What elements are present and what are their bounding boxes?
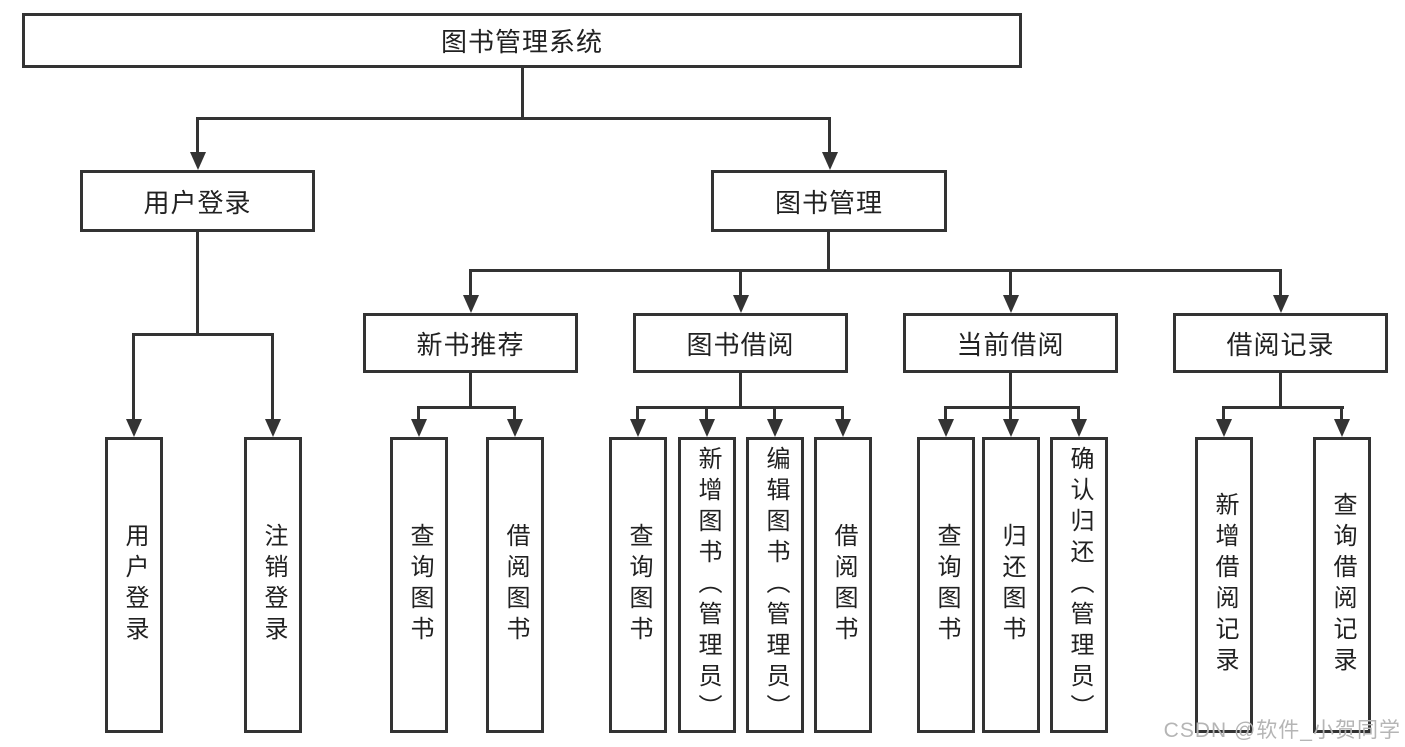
node-borrow-records-label: 借阅记录 xyxy=(1226,329,1335,360)
connector-bookborrow-hline xyxy=(636,406,843,409)
connector-borrowrecords-hline xyxy=(1222,406,1344,409)
arrow-to-leaf-br-add xyxy=(1222,406,1225,419)
arrow-to-leaf-bb-borrow xyxy=(841,406,844,419)
leaf-bb-add: 新增图书（管理员） xyxy=(678,437,736,733)
arrow-to-leaf-cb-confirm xyxy=(1077,406,1080,419)
arrow-to-leaf-cb-query xyxy=(944,406,947,419)
leaf-bb-borrow-label: 借阅图书 xyxy=(830,523,857,647)
leaf-cb-confirm: 确认归还（管理员） xyxy=(1050,437,1108,733)
node-library-system: 图书管理系统 xyxy=(22,13,1022,68)
arrow-to-leaf-logout xyxy=(271,333,274,419)
node-new-books-label: 新书推荐 xyxy=(416,329,525,360)
leaf-bb-query-label: 查询图书 xyxy=(625,523,652,647)
leaf-cb-query: 查询图书 xyxy=(917,437,975,733)
arrow-to-book-mgmt xyxy=(828,117,831,152)
leaf-cb-confirm-label: 确认归还（管理员） xyxy=(1066,445,1093,725)
arrow-to-leaf-bb-add xyxy=(705,406,708,419)
connector-newbooks-vline xyxy=(469,371,472,409)
connector-newbooks-hline xyxy=(417,406,516,409)
arrow-to-leaf-nb-borrow xyxy=(513,406,516,419)
connector-currentborrow-vline xyxy=(1009,371,1012,409)
node-library-system-label: 图书管理系统 xyxy=(440,27,603,57)
connector-root-vline xyxy=(521,66,524,118)
leaf-bb-edit-label: 编辑图书（管理员） xyxy=(762,445,789,725)
leaf-nb-query-label: 查询图书 xyxy=(406,523,433,647)
leaf-bb-borrow: 借阅图书 xyxy=(814,437,872,733)
connector-bookborrow-vline xyxy=(739,371,742,409)
leaf-br-query-label: 查询借阅记录 xyxy=(1329,492,1356,678)
leaf-bb-add-label: 新增图书（管理员） xyxy=(694,445,721,725)
leaf-cb-query-label: 查询图书 xyxy=(933,523,960,647)
node-current-borrow: 当前借阅 xyxy=(903,313,1118,373)
node-book-borrow: 图书借阅 xyxy=(633,313,848,373)
leaf-nb-borrow: 借阅图书 xyxy=(486,437,544,733)
arrow-to-new-books xyxy=(469,269,472,295)
node-book-mgmt: 图书管理 xyxy=(711,170,947,232)
arrow-to-borrow-records xyxy=(1279,269,1282,295)
leaf-user-login-label: 用户登录 xyxy=(121,523,148,647)
arrow-to-leaf-br-query xyxy=(1340,406,1343,419)
connector-bookmgmt-hline xyxy=(469,269,1282,272)
arrow-to-leaf-nb-query xyxy=(417,406,420,419)
connector-currentborrow-hline xyxy=(944,406,1080,409)
arrow-to-leaf-user-login xyxy=(132,333,135,419)
arrow-to-user-login xyxy=(196,117,199,152)
arrow-to-leaf-cb-return xyxy=(1009,406,1012,419)
arrow-to-current-borrow xyxy=(1009,269,1012,295)
connector-bookmgmt-vline xyxy=(827,230,830,272)
connector-userlogin-vline xyxy=(196,230,199,336)
connector-borrowrecords-vline xyxy=(1279,371,1282,409)
leaf-bb-edit: 编辑图书（管理员） xyxy=(746,437,804,733)
leaf-cb-return-label: 归还图书 xyxy=(998,523,1025,647)
leaf-nb-query: 查询图书 xyxy=(390,437,448,733)
connector-root-hline xyxy=(196,117,831,120)
node-user-login-label: 用户登录 xyxy=(143,187,252,218)
leaf-nb-borrow-label: 借阅图书 xyxy=(502,523,529,647)
node-current-borrow-label: 当前借阅 xyxy=(956,329,1065,360)
leaf-br-add: 新增借阅记录 xyxy=(1195,437,1253,733)
leaf-br-add-label: 新增借阅记录 xyxy=(1211,492,1238,678)
arrow-to-leaf-bb-edit xyxy=(773,406,776,419)
node-book-borrow-label: 图书借阅 xyxy=(686,329,795,360)
node-user-login: 用户登录 xyxy=(80,170,315,232)
leaf-logout-label: 注销登录 xyxy=(260,523,287,647)
leaf-logout: 注销登录 xyxy=(244,437,302,733)
leaf-user-login: 用户登录 xyxy=(105,437,163,733)
node-book-mgmt-label: 图书管理 xyxy=(774,187,883,218)
leaf-cb-return: 归还图书 xyxy=(982,437,1040,733)
leaf-br-query: 查询借阅记录 xyxy=(1313,437,1371,733)
leaf-bb-query: 查询图书 xyxy=(609,437,667,733)
csdn-watermark: CSDN @软件_小贺同学 xyxy=(1163,719,1401,742)
node-borrow-records: 借阅记录 xyxy=(1173,313,1388,373)
node-new-books: 新书推荐 xyxy=(363,313,578,373)
arrow-to-book-borrow xyxy=(739,269,742,295)
arrow-to-leaf-bb-query xyxy=(636,406,639,419)
connector-userlogin-hline xyxy=(132,333,274,336)
